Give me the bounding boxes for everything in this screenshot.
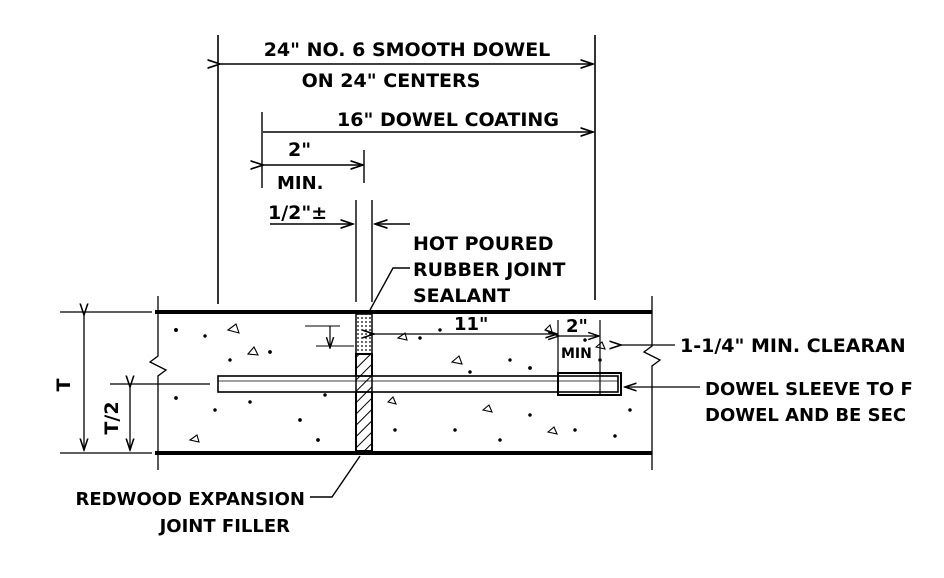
sleeve-label-line1: DOWEL SLEEVE TO F [705, 379, 913, 400]
sealant-label-line1: HOT POURED [413, 233, 554, 255]
dowel-spacing-label: ON 24" CENTERS [302, 70, 481, 92]
left-break-line [148, 296, 168, 470]
dowel-bar [217, 375, 619, 393]
dowel-size-label: 24" NO. 6 SMOOTH DOWEL [264, 39, 551, 61]
redwood-filler-over-dowel [355, 375, 373, 393]
dim-11-label: 11" [454, 314, 488, 335]
dowel-sleeve [557, 372, 622, 396]
filler-label-line1: REDWOOD EXPANSION [76, 489, 306, 510]
redwood-filler [355, 353, 373, 452]
dim-2-min-label: MIN [561, 346, 592, 362]
overlap-label: 2" [288, 139, 311, 161]
filler-label-line2: JOINT FILLER [158, 516, 291, 537]
sealant-leader [369, 267, 410, 311]
half-thickness-label: T/2 [101, 401, 123, 434]
sealant-label-line2: RUBBER JOINT [413, 259, 565, 281]
dim-2-label: 2" [566, 316, 588, 337]
sealant-label-line3: SEALANT [413, 285, 510, 307]
sleeve-label-line2: DOWEL AND BE SEC [705, 405, 906, 426]
overlap-min-label: MIN. [277, 173, 324, 194]
right-break-line [642, 296, 662, 470]
joint-sealant [355, 313, 373, 355]
filler-leader [310, 455, 361, 498]
dowel-coating-label: 16" DOWEL COATING [337, 109, 559, 131]
thickness-label: T [53, 378, 75, 391]
sealant-gap-label: 1/2"± [268, 202, 327, 224]
clearance-label: 1-1/4" MIN. CLEARAN [680, 335, 906, 357]
